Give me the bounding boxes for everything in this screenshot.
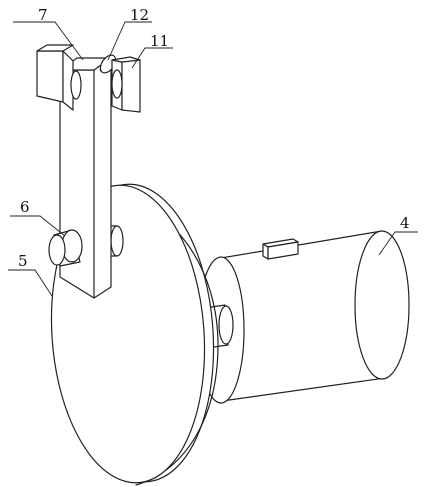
label-arm: 7 (38, 6, 48, 24)
label-pivot: 12 (130, 6, 149, 24)
label-clamp-block: 11 (150, 32, 169, 50)
leader-lines (8, 21, 418, 297)
label-disc: 5 (18, 252, 28, 270)
label-motor: 4 (400, 214, 410, 232)
label-knob: 6 (20, 198, 30, 216)
knob (48, 229, 83, 267)
clamp-block (111, 56, 141, 113)
motor-housing (197, 230, 410, 404)
left-block (36, 44, 82, 111)
